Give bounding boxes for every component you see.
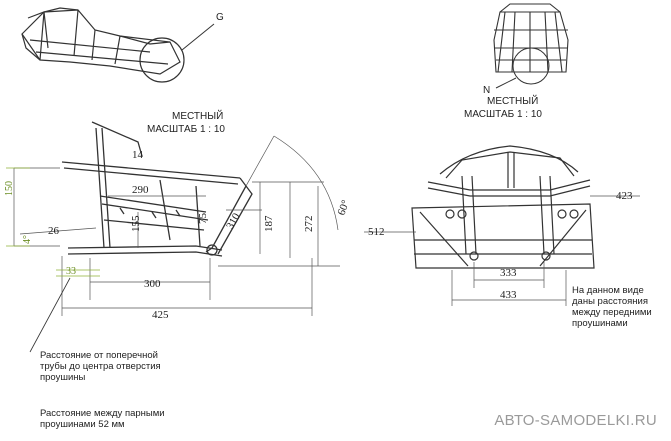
tube-distance-note-line-2: трубы до центра отверстия [40, 361, 161, 372]
pair-distance-note-line-2: проушинами 52 мм [40, 419, 125, 430]
front-scale-value: МАСШТАБ 1 : 10 [464, 109, 542, 120]
dim-60deg: 60° [336, 198, 353, 217]
dim-272: 272 [303, 216, 315, 233]
dim-300: 300 [144, 278, 161, 290]
front-view-detail [411, 145, 595, 269]
front-view-note-line-4: проушинами [572, 318, 628, 329]
front-view-note-line-1: На данном виде [572, 285, 644, 296]
dim-33: 33 [66, 266, 76, 277]
dim-4deg: 4° [22, 235, 33, 244]
tube-distance-note: Расстояние от поперечной трубы до центра… [40, 350, 161, 383]
dim-433: 433 [500, 289, 517, 301]
dim-425: 425 [152, 309, 169, 321]
frame-side-overview [21, 7, 181, 75]
front-view-note-line-2: даны расстояния [572, 296, 648, 307]
pair-distance-note-line-1: Расстояние между парными [40, 408, 165, 419]
front-view-note-line-3: между передними [572, 307, 652, 318]
dim-333: 333 [500, 267, 517, 279]
detail-g-leader [181, 23, 215, 51]
tube-distance-note-line-3: проушины [40, 372, 86, 383]
site-watermark: АВТО-SAMODELKI.RU [494, 412, 657, 429]
side-scale-title: МЕСТНЫЙ [172, 109, 223, 122]
tube-distance-note-line-1: Расстояние от поперечной [40, 350, 158, 361]
detail-n-leader [495, 77, 517, 89]
front-view-dimension-lines [364, 195, 640, 306]
front-view-note: На данном виде даны расстояния между пер… [572, 285, 652, 329]
dim-423: 423 [616, 190, 633, 202]
dim-155: 155 [130, 215, 142, 232]
dim-512: 512 [368, 226, 385, 238]
dim-14: 14 [132, 149, 144, 161]
side-view-green-guides [6, 167, 100, 277]
detail-n-label: N [483, 85, 490, 96]
side-scale-value: МАСШТАБ 1 : 10 [147, 124, 225, 135]
detail-n-circle [512, 47, 550, 85]
dim-187: 187 [263, 215, 275, 232]
dim-150: 150 [4, 181, 15, 196]
side-view-detail [61, 121, 253, 257]
dim-290: 290 [132, 184, 149, 196]
detail-g-circle [139, 37, 185, 83]
note-leader [29, 277, 71, 353]
dim-26: 26 [48, 225, 60, 237]
pair-distance-note: Расстояние между парными проушинами 52 м… [40, 408, 165, 430]
front-scale-title: МЕСТНЫЙ [487, 94, 538, 107]
side-view-dimension-lines [13, 135, 340, 316]
detail-g-label: G [216, 12, 224, 23]
frame-front-overview [493, 3, 569, 73]
dim-75: 75 [197, 213, 209, 225]
